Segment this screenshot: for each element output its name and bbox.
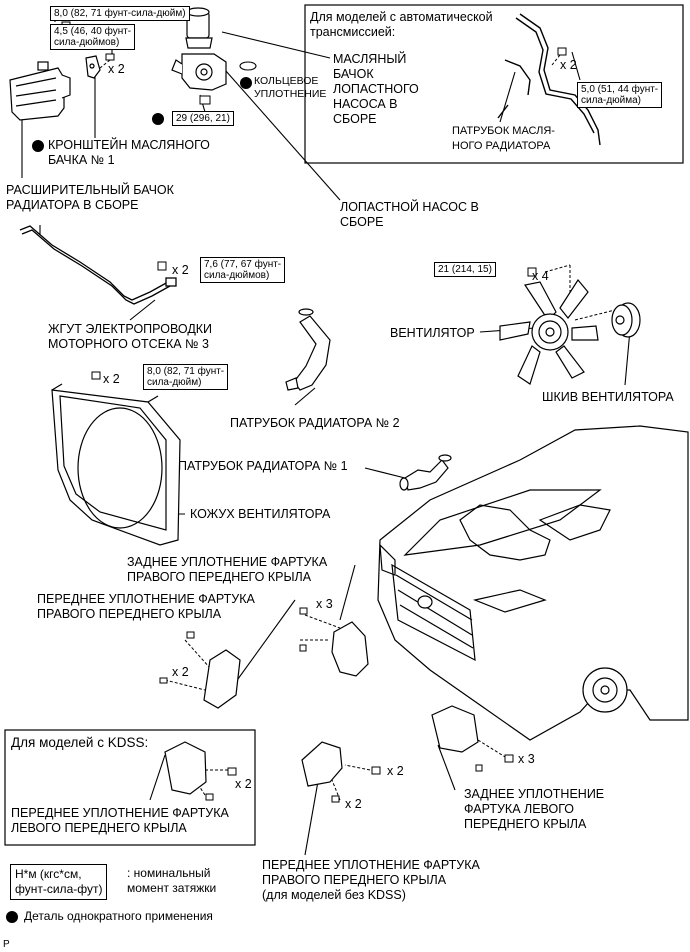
leader-line [229,599,296,691]
leader-line [339,564,356,621]
radiator-hose-1-drawing [399,454,452,491]
quantity-label: x 3 [518,752,535,766]
dashed-line [544,264,571,273]
vane-pump-drawing [171,7,227,91]
part-label-front-lh-shield: ПЕРЕДНЕЕ УПЛОТНЕНИЕ ФАРТУКА ЛЕВОГО ПЕРЕД… [11,806,229,835]
legend-torque-box: Н*м (кгс*см, фунт-сила-фут) [10,864,108,900]
dashed-line [304,614,341,629]
figure-code: P [3,939,10,950]
dashed-line [184,639,211,669]
quantity-label: x 2 [172,263,189,277]
quantity-label: x 2 [560,58,577,72]
dashed-line [574,309,616,321]
part-label-fan-pulley: ШКИВ ВЕНТИЛЯТОРА [542,390,674,404]
automatic-frame [304,4,684,164]
quantity-label: x 2 [172,665,189,679]
dashed-line [551,54,561,66]
torque-box: 8,0 (82, 71 фунт-сила-дюйм) [50,6,190,21]
reservoir-tank-drawing [9,61,71,121]
quantity-label: x 2 [103,372,120,386]
part-label-vane-pump: ЛОПАСТНОЙ НАСОС В СБОРЕ [340,200,479,229]
quantity-label: x 2 [387,764,404,778]
part-label-reservoir: РАСШИРИТЕЛЬНЫЙ БАЧОК РАДИАТОРА В СБОРЕ [6,183,174,212]
leader-line [571,51,581,81]
leader-line [221,31,331,59]
quantity-label: x 2 [345,797,362,811]
legend-non-reusable: Деталь однократного применения [24,909,213,923]
kdss-frame-title: Для моделей с KDSS: [11,735,149,750]
torque-box: 7,6 (77, 67 фунт- сила-дюймов) [200,257,286,283]
fan-drawing [499,278,599,385]
bolt-drawing [61,21,567,803]
fan-pulley-drawing [611,302,641,338]
non-reusable-marker [6,911,18,923]
leader-line [217,61,341,201]
part-label-oil-reservoir: МАСЛЯНЫЙ БАЧОК ЛОПАСТНОГО НАСОСА В СБОРЕ [333,52,419,126]
dashed-line [164,679,206,691]
dashed-line [99,59,111,69]
splash-shield-drawing [164,621,479,795]
torque-box: 21 (214, 15) [434,262,496,277]
part-label-oil-cooler-tube: ПАТРУБОК МАСЛЯ- НОГО РАДИАТОРА [452,125,555,152]
leader-line [149,754,166,801]
torque-box: 8,0 (82, 71 фунт- сила-дюйм) [143,364,229,390]
o-ring-drawing [239,61,257,71]
vehicle-drawing [377,425,689,741]
quantity-label: x 4 [532,269,549,283]
part-label-fan: ВЕНТИЛЯТОР [390,326,475,340]
quantity-label: x 2 [235,777,252,791]
torque-box: 4,5 (46, 40 фунт- сила-дюймов) [50,24,136,50]
radiator-hose-2-drawing [285,308,331,391]
non-reusable-marker [32,140,44,152]
non-reusable-marker [240,77,252,89]
quantity-label: x 3 [316,597,333,611]
bracket-drawing [85,55,101,79]
automatic-frame-title: Для моделей с автоматической трансмиссие… [310,10,493,39]
part-label-radiator-hose-2: ПАТРУБОК РАДИАТОРА № 2 [230,416,400,430]
leader-line [294,387,316,406]
leader-line [499,71,516,123]
dashed-line [344,764,371,771]
part-label-rear-rh-shield: ЗАДНЕЕ УПЛОТНЕНИЕ ФАРТУКА ПРАВОГО ПЕРЕДН… [127,555,328,584]
leader-line [129,299,156,321]
part-label-fan-shroud: КОЖУХ ВЕНТИЛЯТОРА [190,507,331,521]
leader-line [437,744,456,791]
fan-shroud-drawing [51,383,181,546]
torque-box: 29 (296, 21) [172,111,234,126]
part-label-front-rh-no-kdss: ПЕРЕДНЕЕ УПЛОТНЕНИЕ ФАРТУКА ПРАВОГО ПЕРЕ… [262,858,480,902]
part-label-o-ring: КОЛЬЦЕВОЕ УПЛОТНЕНИЕ [254,75,327,100]
leader-line [624,329,631,386]
leader-line [364,467,406,479]
part-label-radiator-hose-1: ПАТРУБОК РАДИАТОРА № 1 [178,459,348,473]
kdss-frame [4,729,256,846]
non-reusable-marker [152,113,164,125]
part-label-wire-harness: ЖГУТ ЭЛЕКТРОПРОВОДКИ МОТОРНОГО ОТСЕКА № … [48,322,213,351]
wire-harness-drawing [19,225,177,305]
torque-box: 5,0 (51, 44 фунт- сила-дюйма) [577,82,663,108]
cooler-tube-drawing [497,13,601,146]
part-label-front-rh-shield: ПЕРЕДНЕЕ УПЛОТНЕНИЕ ФАРТУКА ПРАВОГО ПЕРЕ… [37,592,255,621]
quantity-label: x 2 [108,62,125,76]
part-label-rear-lh-shield: ЗАДНЕЕ УПЛОТНЕНИЕ ФАРТУКА ЛЕВОГО ПЕРЕДНЕ… [464,787,605,831]
legend-torque-desc: : номинальный момент затяжки [127,866,217,895]
part-label-bracket: КРОНШТЕЙН МАСЛЯНОГО БАЧКА № 1 [48,138,210,167]
